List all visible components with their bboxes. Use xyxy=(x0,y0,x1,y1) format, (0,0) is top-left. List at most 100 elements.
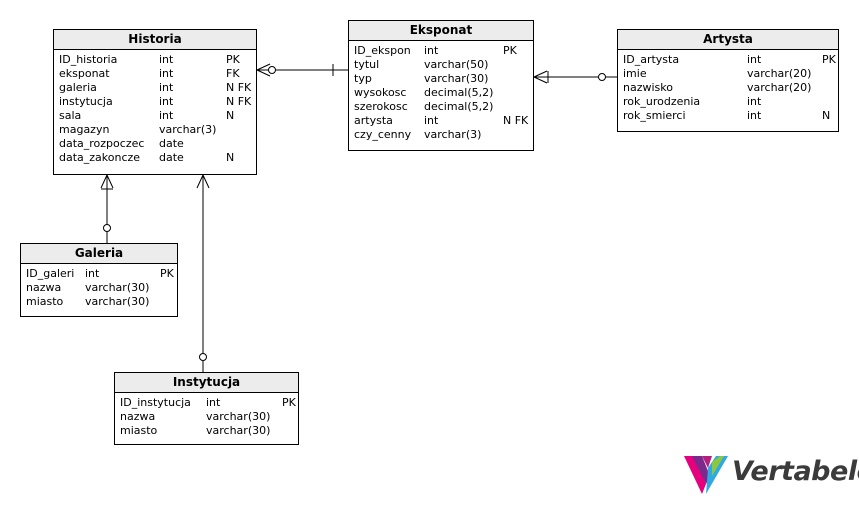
column-flags: N FK xyxy=(226,81,252,94)
column-name: tytul xyxy=(354,58,380,71)
column-name: nazwa xyxy=(26,281,62,294)
column-type: int xyxy=(159,95,174,108)
column-flags: N FK xyxy=(226,95,252,108)
column-row[interactable]: eksponat int FK xyxy=(59,67,256,81)
column-type: date xyxy=(159,151,184,164)
column-row[interactable]: typ varchar(30) xyxy=(354,72,533,86)
vertabelo-logo: Vertabelo xyxy=(682,452,859,496)
column-row[interactable]: ID_galeri int PK xyxy=(26,267,177,281)
column-row[interactable]: ID_instytucja int PK xyxy=(120,396,298,410)
column-name: ID_artysta xyxy=(623,53,680,66)
column-row[interactable]: czy_cenny varchar(3) xyxy=(354,128,533,142)
column-type: varchar(50) xyxy=(424,58,489,71)
column-type: int xyxy=(206,396,221,409)
relationship-historia-eksponat[interactable] xyxy=(256,63,349,77)
entity-title: Galeria xyxy=(21,244,177,264)
column-name: ID_galeri xyxy=(26,267,75,280)
column-flags: N FK xyxy=(503,114,529,127)
column-flags: N xyxy=(226,151,235,164)
column-row[interactable]: wysokosc decimal(5,2) xyxy=(354,86,533,100)
column-type: int xyxy=(747,109,762,122)
column-flags: PK xyxy=(282,396,296,409)
column-name: nazwisko xyxy=(623,81,673,94)
column-type: varchar(20) xyxy=(747,81,812,94)
column-type: decimal(5,2) xyxy=(424,86,494,99)
column-type: int xyxy=(159,67,174,80)
column-type: int xyxy=(747,53,762,66)
column-row[interactable]: rok_urodzenia int xyxy=(623,95,838,109)
column-row[interactable]: rok_smierci int N xyxy=(623,109,838,123)
entity-title: Historia xyxy=(54,30,256,50)
column-name: magazyn xyxy=(59,123,110,136)
column-row[interactable]: magazyn varchar(3) xyxy=(59,123,256,137)
column-row[interactable]: nazwisko varchar(20) xyxy=(623,81,838,95)
column-row[interactable]: sala int N xyxy=(59,109,256,123)
column-name: wysokosc xyxy=(354,86,407,99)
column-name: nazwa xyxy=(120,410,156,423)
column-row[interactable]: data_zakoncze date N xyxy=(59,151,256,165)
entity-title: Instytucja xyxy=(115,373,298,393)
column-name: data_zakoncze xyxy=(59,151,141,164)
column-name: eksponat xyxy=(59,67,110,80)
column-name: ID_instytucja xyxy=(120,396,191,409)
column-flags: FK xyxy=(226,67,240,80)
vertabelo-logo-icon xyxy=(684,456,728,494)
column-flags: PK xyxy=(160,267,174,280)
column-flags: N xyxy=(822,109,831,122)
column-row[interactable]: ID_artysta int PK xyxy=(623,53,838,67)
column-name: typ xyxy=(354,72,372,85)
relationship-eksponat-artysta[interactable] xyxy=(533,70,617,84)
column-name: data_rozpoczec xyxy=(59,137,145,150)
column-name: czy_cenny xyxy=(354,128,412,141)
column-type: varchar(3) xyxy=(424,128,482,141)
column-type: varchar(30) xyxy=(424,72,489,85)
column-name: szerokosc xyxy=(354,100,408,113)
column-flags: N xyxy=(226,109,235,122)
column-name: sala xyxy=(59,109,82,122)
column-type: varchar(3) xyxy=(159,123,217,136)
column-name: rok_urodzenia xyxy=(623,95,701,108)
column-name: ID_ekspon xyxy=(354,44,411,57)
column-type: int xyxy=(85,267,100,280)
column-name: rok_smierci xyxy=(623,109,686,122)
column-name: instytucja xyxy=(59,95,113,108)
column-type: int xyxy=(159,109,174,122)
column-type: int xyxy=(159,81,174,94)
column-flags: PK xyxy=(226,53,240,66)
column-type: int xyxy=(747,95,762,108)
column-type: date xyxy=(159,137,184,150)
entity-title: Eksponat xyxy=(349,21,533,41)
column-row[interactable]: tytul varchar(50) xyxy=(354,58,533,72)
column-flags: PK xyxy=(822,53,836,66)
column-flags: PK xyxy=(503,44,517,57)
relationship-historia-galeria[interactable] xyxy=(100,174,114,243)
column-name: miasto xyxy=(120,424,158,437)
relationship-historia-instytucja[interactable] xyxy=(196,174,210,372)
column-row[interactable]: data_rozpoczec date xyxy=(59,137,256,151)
entity-title: Artysta xyxy=(618,30,838,50)
column-type: int xyxy=(159,53,174,66)
column-name: imie xyxy=(623,67,647,80)
column-row[interactable]: instytucja int N FK xyxy=(59,95,256,109)
